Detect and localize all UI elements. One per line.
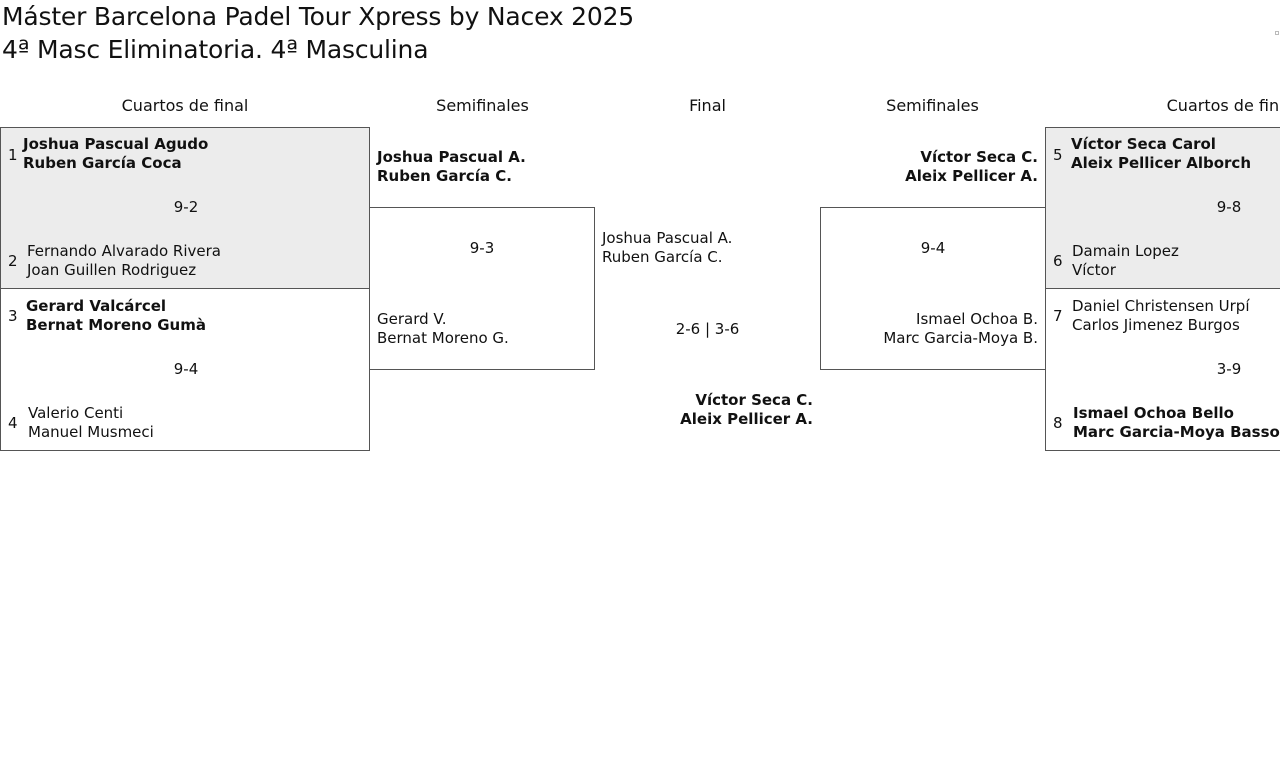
team-entry[interactable]: Gerard Valcárcel Bernat Moreno Gumà (26, 297, 206, 335)
player-name: Carlos Jimenez Burgos (1072, 316, 1240, 334)
final-team-top[interactable]: Joshua Pascual A. Ruben García C. (602, 229, 732, 267)
team-entry[interactable]: Ismael Ochoa Bello Marc Garcia-Moya Bass… (1073, 404, 1280, 442)
category-title: 4ª Masc Eliminatoria. 4ª Masculina (2, 35, 429, 64)
team-entry[interactable]: Valerio Centi Manuel Musmeci (28, 404, 154, 442)
header-quarterfinals-left: Cuartos de final (121, 96, 249, 115)
seed-number: 2 (8, 252, 18, 270)
quarterfinal-match-4[interactable]: 7 Daniel Christensen Urpí Carlos Jimenez… (1045, 288, 1280, 451)
player-name: Víctor Seca C. (695, 391, 813, 409)
player-name: Ismael Ochoa B. (916, 310, 1038, 328)
seed-number: 1 (8, 146, 18, 164)
header-final: Final (689, 96, 726, 115)
team-entry[interactable]: Daniel Christensen Urpí Carlos Jimenez B… (1072, 297, 1249, 335)
player-name: Marc Garcia-Moya Bassons (1073, 423, 1280, 441)
player-name: Aleix Pellicer Alborch (1071, 154, 1251, 172)
seed-number: 4 (8, 414, 18, 432)
match-score: 9-4 (920, 239, 946, 257)
player-name: Ruben García C. (602, 248, 723, 266)
semifinal-team-top[interactable]: Joshua Pascual A. Ruben García C. (377, 148, 526, 186)
team-entry[interactable]: Joshua Pascual Agudo Ruben García Coca (23, 135, 208, 173)
player-name: Víctor Seca Carol (1071, 135, 1216, 153)
player-name: Marc Garcia-Moya B. (883, 329, 1038, 347)
player-name: Aleix Pellicer A. (680, 410, 813, 428)
quarterfinal-match-3[interactable]: 5 Víctor Seca Carol Aleix Pellicer Albor… (1045, 127, 1280, 289)
seed-number: 6 (1053, 252, 1063, 270)
player-name: Joan Guillen Rodriguez (27, 261, 197, 279)
semifinal-team-bottom[interactable]: Gerard V. Bernat Moreno G. (377, 310, 509, 348)
quarterfinal-match-1[interactable]: 1 Joshua Pascual Agudo Ruben García Coca… (0, 127, 370, 289)
team-entry[interactable]: Víctor Seca Carol Aleix Pellicer Alborch (1071, 135, 1251, 173)
player-name: Bernat Moreno Gumà (26, 316, 206, 334)
seed-number: 7 (1053, 307, 1063, 325)
seed-number: 5 (1053, 146, 1063, 164)
player-name: Gerard Valcárcel (26, 297, 167, 315)
player-name: Ruben García C. (377, 167, 512, 185)
semifinal-team-top[interactable]: Víctor Seca C. Aleix Pellicer A. (820, 148, 1038, 186)
player-name: Gerard V. (377, 310, 447, 328)
final-score: 2-6 | 3-6 (675, 320, 740, 338)
player-name: Fernando Alvarado Rivera (27, 242, 221, 260)
player-name: Joshua Pascual Agudo (23, 135, 209, 153)
quarterfinal-match-2[interactable]: 3 Gerard Valcárcel Bernat Moreno Gumà 9-… (0, 288, 370, 451)
player-name: Joshua Pascual A. (377, 148, 526, 166)
semifinal-match-1[interactable]: 9-3 Gerard V. Bernat Moreno G. (369, 207, 595, 370)
player-name: Joshua Pascual A. (602, 229, 733, 247)
tournament-title: Máster Barcelona Padel Tour Xpress by Na… (2, 2, 634, 31)
player-name: Valerio Centi (28, 404, 124, 422)
match-score: 3-9 (1216, 360, 1242, 378)
team-entry[interactable]: Damain Lopez Víctor (1072, 242, 1179, 280)
match-score: 9-2 (173, 198, 199, 216)
player-name: Damain Lopez (1072, 242, 1179, 260)
player-name: Manuel Musmeci (28, 423, 154, 441)
corner-marker (1275, 31, 1279, 35)
seed-number: 3 (8, 307, 18, 325)
player-name: Daniel Christensen Urpí (1072, 297, 1250, 315)
player-name: Ismael Ochoa Bello (1073, 404, 1234, 422)
player-name: Bernat Moreno G. (377, 329, 509, 347)
player-name: Víctor Seca C. (920, 148, 1038, 166)
header-semifinals-right: Semifinales (886, 96, 979, 115)
match-score: 9-8 (1216, 198, 1242, 216)
player-name: Aleix Pellicer A. (905, 167, 1038, 185)
seed-number: 8 (1053, 414, 1063, 432)
semifinal-match-2[interactable]: 9-4 Ismael Ochoa B. Marc Garcia-Moya B. (820, 207, 1046, 370)
header-semifinals-left: Semifinales (436, 96, 529, 115)
header-quarterfinals-right: Cuartos de final (1166, 96, 1280, 115)
team-entry[interactable]: Fernando Alvarado Rivera Joan Guillen Ro… (27, 242, 221, 280)
semifinal-team-bottom[interactable]: Ismael Ochoa B. Marc Garcia-Moya B. (821, 310, 1038, 348)
player-name: Víctor (1072, 261, 1116, 279)
match-score: 9-4 (173, 360, 199, 378)
final-team-bottom[interactable]: Víctor Seca C. Aleix Pellicer A. (595, 391, 813, 429)
match-score: 9-3 (469, 239, 495, 257)
player-name: Ruben García Coca (23, 154, 182, 172)
